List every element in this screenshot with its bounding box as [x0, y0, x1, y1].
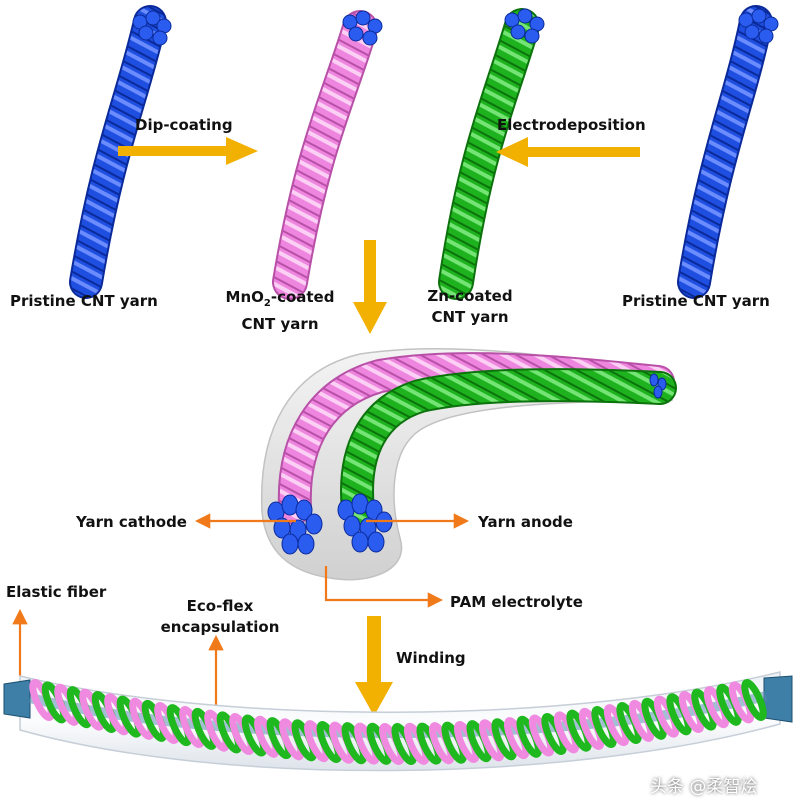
fiber-battery-assembly — [262, 349, 672, 580]
label-pam-electrolyte: PAM electrolyte — [450, 592, 583, 613]
assembly-down-arrow — [353, 240, 387, 334]
label-ecoflex-line2: encapsulation — [160, 617, 280, 638]
label-mno2-line2: CNT yarn — [210, 314, 350, 335]
label-yarn-anode: Yarn anode — [478, 512, 573, 533]
label-mno2-sub: 2 — [264, 298, 271, 309]
watermark: 头条 @柔智烩 — [650, 772, 757, 797]
winding-down-arrow — [355, 616, 393, 716]
label-ecoflex-line1: Eco-flex — [160, 596, 280, 617]
label-zn-line2: CNT yarn — [405, 307, 535, 328]
label-ecoflex-encapsulation: Eco-flex encapsulation — [160, 596, 280, 638]
yarn-zn-coated — [456, 9, 544, 282]
label-mno2-b: -coated — [271, 288, 335, 306]
label-mno2-a: MnO — [226, 288, 264, 306]
label-pristine-left: Pristine CNT yarn — [10, 291, 158, 312]
label-zn-line1: Zn-coated — [405, 286, 535, 307]
label-zn-coated: Zn-coated CNT yarn — [405, 286, 535, 328]
wound-fiber-battery — [4, 672, 792, 771]
label-dip-coating: Dip-coating — [135, 115, 233, 136]
yarn-pristine-right — [694, 9, 778, 282]
label-winding: Winding — [396, 648, 466, 669]
label-mno2-coated: MnO2-coated CNT yarn — [210, 287, 350, 335]
electrodeposition-arrow — [496, 137, 640, 167]
dip-coating-arrow — [118, 137, 258, 165]
label-pristine-right: Pristine CNT yarn — [622, 291, 770, 312]
label-electrodeposition: Electrodeposition — [497, 115, 646, 136]
label-yarn-cathode: Yarn cathode — [76, 512, 187, 533]
label-elastic-fiber: Elastic fiber — [6, 582, 106, 603]
